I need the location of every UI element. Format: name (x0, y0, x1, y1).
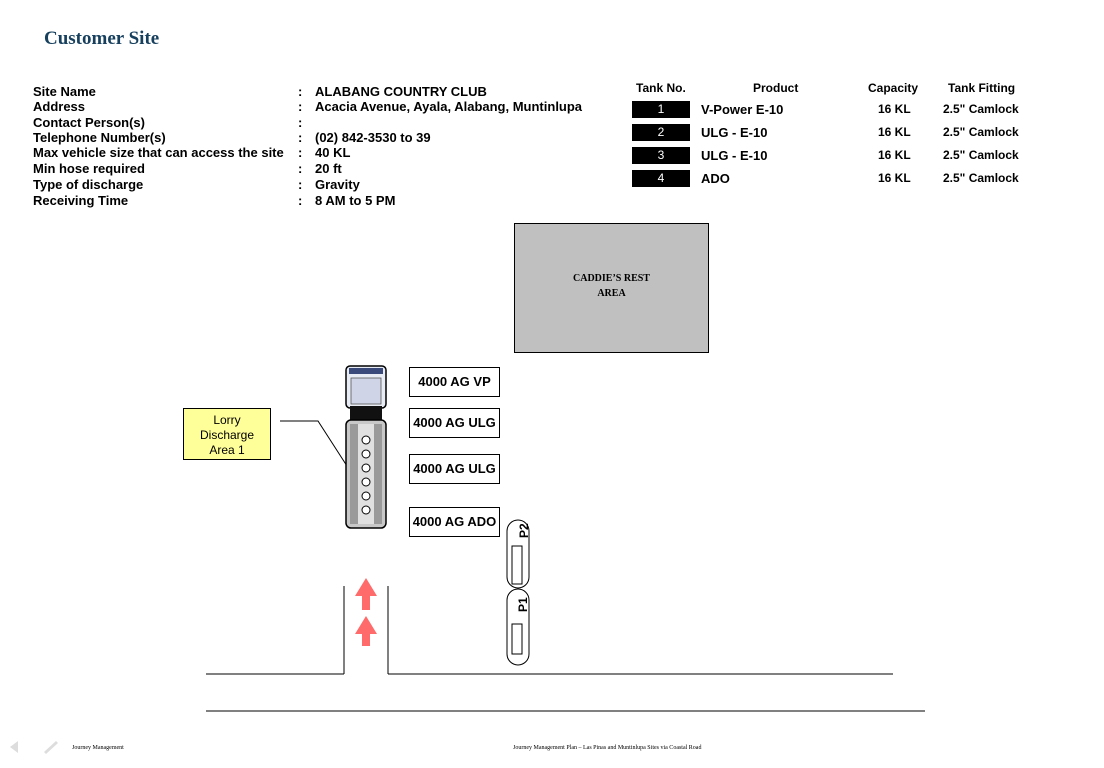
header-capacity: Capacity (868, 81, 919, 95)
lorry-discharge-label: Lorry Discharge Area 1 (183, 408, 271, 460)
caddie-rest-area: CADDIE’S REST AREA (514, 223, 709, 353)
leader-line (280, 420, 357, 481)
contact-label: Contact Person(s) (33, 115, 145, 130)
caddie-area-line2: AREA (597, 288, 626, 299)
colon: : (298, 130, 303, 145)
colon: : (298, 84, 303, 99)
tank-fitting: 2.5" Camlock (943, 102, 1019, 116)
telephone-value: (02) 842-3530 to 39 (315, 130, 431, 145)
tank-capacity: 16 KL (878, 125, 911, 139)
receiving-time-label: Receiving Time (33, 193, 129, 208)
max-vehicle-value: 40 KL (315, 145, 351, 160)
lorry-label-line1: Lorry (213, 413, 241, 427)
tank-fitting: 2.5" Camlock (943, 125, 1019, 139)
discharge-type-value: Gravity (315, 177, 360, 192)
tank-capacity: 16 KL (878, 171, 911, 185)
pump-label-p2: P2 (517, 523, 531, 538)
pump-label-p1: P1 (516, 597, 530, 612)
header-tank-no: Tank No. (636, 81, 686, 95)
footer-left: Journey Management (72, 745, 124, 751)
tank-number: 1 (632, 101, 690, 118)
tank-box-ado: 4000 AG ADO (409, 507, 500, 537)
entrance-arrow-icon (355, 578, 377, 646)
address-label: Address (33, 99, 86, 114)
site-name-value: ALABANG COUNTRY CLUB (315, 84, 487, 99)
lorry-label-line2: Discharge (199, 428, 255, 442)
tank-box-ulg-1: 4000 AG ULG (409, 408, 500, 438)
header-fitting: Tank Fitting (948, 81, 1016, 95)
discharge-type-label: Type of discharge (33, 177, 144, 192)
colon: : (298, 115, 303, 130)
tanker-truck-icon (345, 365, 387, 529)
page-title: Customer Site (44, 28, 160, 49)
colon: : (298, 161, 303, 176)
tank-product: ADO (701, 171, 730, 186)
site-name-label: Site Name (33, 84, 96, 99)
colon: : (298, 99, 303, 114)
max-vehicle-label: Max vehicle size that can access the sit… (33, 145, 284, 160)
address-value: Acacia Avenue, Ayala, Alabang, Muntinlup… (315, 99, 583, 114)
pump-island-p2 (506, 519, 530, 589)
tank-product: ULG - E-10 (701, 125, 768, 140)
receiving-time-value: 8 AM to 5 PM (315, 193, 396, 208)
nav-arrow-icon (10, 741, 58, 754)
tank-capacity: 16 KL (878, 148, 911, 162)
footer-center: Journey Management Plan – Las Pinas and … (513, 745, 702, 751)
tank-box-ulg-2: 4000 AG ULG (409, 454, 500, 484)
pump-island-p1 (506, 588, 530, 666)
min-hose-value: 20 ft (315, 161, 342, 176)
tank-fitting: 2.5" Camlock (943, 171, 1019, 185)
tank-box-vp: 4000 AG VP (409, 367, 500, 397)
lorry-label-line3: Area 1 (209, 443, 245, 457)
tank-capacity: 16 KL (878, 102, 911, 116)
tank-number: 2 (632, 124, 690, 141)
tank-number: 4 (632, 170, 690, 187)
road-outline (206, 586, 925, 712)
telephone-label: Telephone Number(s) (33, 130, 166, 145)
tank-fitting: 2.5" Camlock (943, 148, 1019, 162)
colon: : (298, 193, 303, 208)
caddie-area-line1: CADDIE’S REST (573, 273, 650, 284)
tank-product: V-Power E-10 (701, 102, 784, 117)
colon: : (298, 177, 303, 192)
min-hose-label: Min hose required (33, 161, 145, 176)
tank-product: ULG - E-10 (701, 148, 768, 163)
colon: : (298, 145, 303, 160)
header-product: Product (753, 81, 799, 95)
tank-number: 3 (632, 147, 690, 164)
